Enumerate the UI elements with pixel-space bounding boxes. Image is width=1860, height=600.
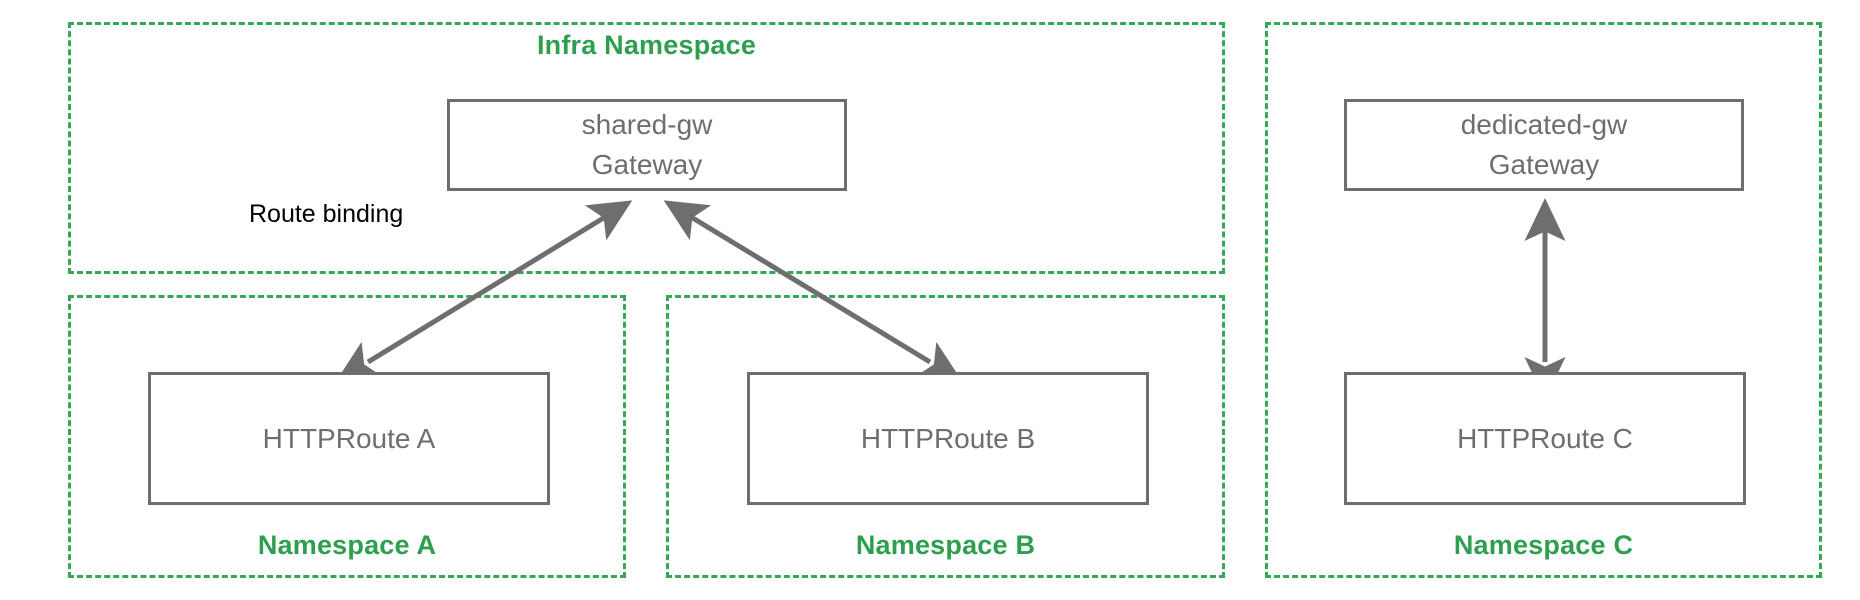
node-shared-gw-name: shared-gw	[581, 109, 713, 141]
node-httproute-b-label: HTTPRoute B	[860, 422, 1036, 454]
node-httproute-b[interactable]: HTTPRoute B	[747, 372, 1149, 505]
node-httproute-c[interactable]: HTTPRoute C	[1344, 372, 1746, 505]
namespace-container-infra	[68, 22, 1225, 274]
edge-label-route-binding: Route binding	[249, 200, 404, 228]
node-dedicated-gw-name: dedicated-gw	[1460, 109, 1628, 141]
namespace-label-a: Namespace A	[257, 530, 437, 560]
namespace-container-c	[1265, 22, 1822, 578]
node-httproute-c-label: HTTPRoute C	[1457, 422, 1633, 454]
node-dedicated-gw-kind: Gateway	[1488, 149, 1600, 180]
namespace-label-infra: Infra Namespace	[536, 30, 757, 60]
namespace-label-b: Namespace B	[855, 530, 1036, 560]
node-httproute-a[interactable]: HTTPRoute A	[148, 372, 550, 505]
node-shared-gw-kind: Gateway	[591, 149, 703, 180]
node-dedicated-gw-gateway[interactable]: dedicated-gw Gateway	[1344, 99, 1744, 191]
namespace-label-c: Namespace C	[1453, 530, 1634, 560]
node-shared-gw-gateway[interactable]: shared-gw Gateway	[447, 99, 847, 191]
node-httproute-a-label: HTTPRoute A	[262, 422, 436, 454]
